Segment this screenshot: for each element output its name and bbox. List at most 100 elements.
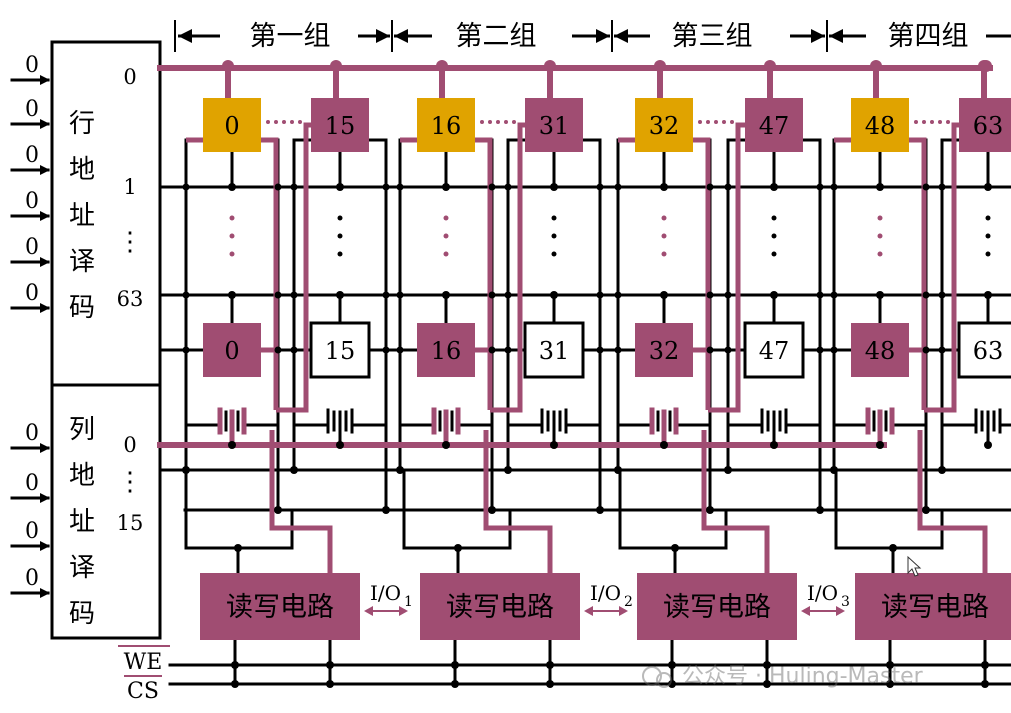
mouse-cursor-icon — [907, 555, 922, 577]
junction-dot — [706, 183, 714, 191]
junction-dot — [922, 183, 930, 191]
watermark: 公众号 · Huling-Master — [642, 664, 924, 689]
cell-label: 32 — [649, 337, 680, 365]
cell-label: 16 — [431, 112, 462, 140]
junction-dot — [596, 346, 604, 354]
junction-dot — [274, 291, 282, 299]
accent-junction — [222, 60, 234, 72]
cell-label: 16 — [431, 337, 462, 365]
io-arrow-icon — [364, 606, 373, 616]
ellipsis-dot — [337, 251, 343, 257]
ellipsis-dot — [443, 215, 449, 221]
junction-dot — [922, 346, 930, 354]
junction-dot — [234, 544, 242, 552]
ellipsis-dot — [443, 251, 449, 257]
ellipsis-dot — [877, 251, 883, 257]
junction-dot — [382, 506, 390, 514]
ellipsis-dot — [443, 233, 449, 239]
accent-junction — [544, 60, 556, 72]
ellipsis-dot — [706, 120, 710, 124]
row-output-last: 63 — [117, 287, 144, 311]
accent-junction — [870, 60, 882, 72]
ellipsis-dot — [930, 120, 934, 124]
ellipsis-dot — [229, 233, 235, 239]
junction-dot — [182, 291, 190, 299]
row-decoder-outputs: 0 1 ⋮ 63 — [117, 65, 144, 311]
ellipsis-dot — [551, 251, 557, 257]
junction-dot — [922, 506, 930, 514]
junction-dot — [546, 661, 554, 669]
cell-label: 63 — [973, 337, 1004, 365]
junction-dot — [451, 680, 459, 688]
row-address-bit: 0 — [25, 97, 39, 122]
junction-dot — [763, 680, 771, 688]
junction-dot — [816, 506, 824, 514]
junction-dot — [336, 291, 344, 299]
memory-cell-top: 48 — [851, 98, 909, 152]
junction-dot — [816, 291, 824, 299]
row-output-second: 1 — [123, 175, 136, 199]
junction-dot — [290, 466, 298, 474]
memory-cell-top: 0 — [203, 98, 261, 152]
group-label-4: 第四组 — [888, 21, 969, 52]
input-arrow-icon — [40, 211, 50, 221]
memory-cell-bottom: 31 — [523, 321, 585, 379]
input-arrow-icon — [40, 303, 50, 313]
junction-dot — [596, 291, 604, 299]
junction-dot — [816, 183, 824, 191]
input-arrow-icon — [40, 257, 50, 267]
cs-label: CS — [127, 679, 159, 704]
accent-junction — [654, 60, 666, 72]
memory-cell-bottom: 16 — [417, 323, 475, 377]
junction-dot — [228, 441, 236, 449]
read-write-circuit: 读写电路 — [855, 573, 1011, 640]
junction-dot — [596, 506, 604, 514]
row-decoder-char: 码 — [69, 293, 95, 323]
junction-dot — [830, 291, 838, 299]
junction-dot — [816, 346, 824, 354]
group-label-3: 第三组 — [672, 21, 753, 52]
col-address-bit: 0 — [25, 471, 39, 496]
junction-dot — [488, 506, 496, 514]
io-arrow-icon — [619, 606, 628, 616]
junction-dot — [231, 661, 239, 669]
junction-dot — [770, 291, 778, 299]
cell-label: 31 — [539, 337, 570, 365]
junction-dot — [984, 183, 992, 191]
junction-dot — [182, 183, 190, 191]
memory-cell-bottom: 0 — [203, 323, 261, 377]
ellipsis-dot — [496, 120, 500, 124]
junction-dot — [724, 466, 732, 474]
row-output-dots: ⋮ — [117, 227, 143, 257]
junction-dot — [504, 183, 512, 191]
input-arrow-icon — [40, 493, 50, 503]
junction-dot — [938, 346, 946, 354]
junction-dot — [451, 661, 459, 669]
input-arrow-icon — [40, 443, 50, 453]
ellipsis-dot — [661, 233, 667, 239]
cell-label: 15 — [325, 112, 356, 140]
junction-dot — [660, 291, 668, 299]
ellipsis-dot — [661, 251, 667, 257]
junction-dot — [830, 346, 838, 354]
cell-label: 63 — [973, 112, 1004, 140]
junction-dot — [830, 183, 838, 191]
junction-dot — [984, 441, 992, 449]
io-arrow-icon — [584, 606, 593, 616]
memory-cell-top: 16 — [417, 98, 475, 152]
row-decoder-char: 址 — [69, 201, 95, 231]
junction-dot — [668, 661, 676, 669]
cell-label: 48 — [865, 112, 896, 140]
ellipsis-dot — [771, 233, 777, 239]
row-decoder-char: 译 — [69, 247, 95, 277]
junction-dot — [442, 183, 450, 191]
cell-label: 0 — [224, 112, 239, 140]
junction-dot — [396, 346, 404, 354]
watermark-text: 公众号 · Huling-Master — [682, 664, 924, 689]
ellipsis-dot — [722, 120, 726, 124]
ellipsis-dot — [985, 215, 991, 221]
junction-dot — [706, 506, 714, 514]
junction-dot — [660, 441, 668, 449]
read-write-circuit: 读写电路 — [420, 573, 580, 640]
ellipsis-dot — [661, 215, 667, 221]
